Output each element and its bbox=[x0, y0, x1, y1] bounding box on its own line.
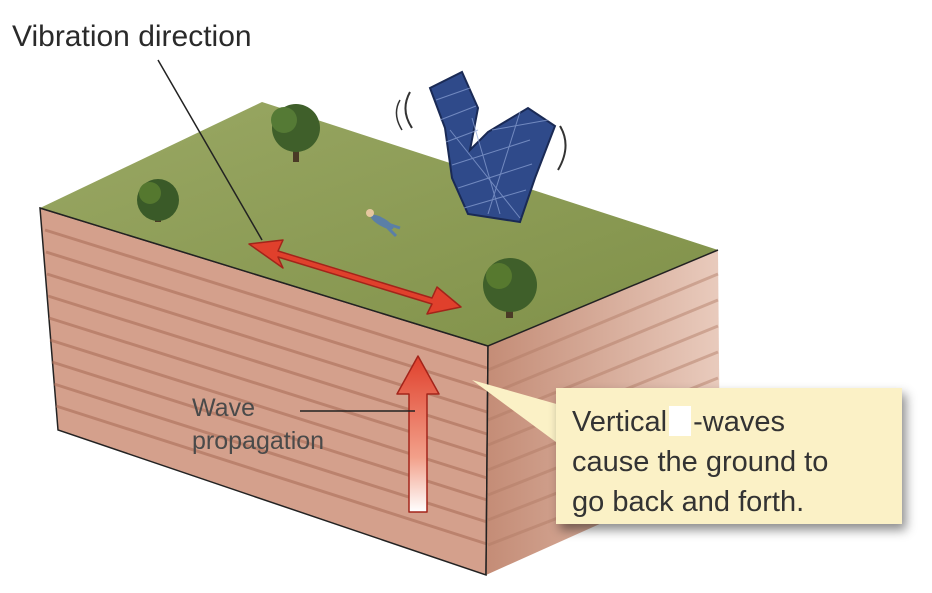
callout-line1: Vertical -waves bbox=[572, 402, 828, 442]
callout-text: Vertical -waves cause the ground to go ba… bbox=[572, 402, 828, 522]
callout-box: Vertical -waves cause the ground to go ba… bbox=[556, 388, 902, 524]
tree-icon bbox=[483, 258, 537, 318]
callout-line2: cause the ground to bbox=[572, 446, 829, 478]
callout-line1-part2: -waves bbox=[693, 406, 785, 438]
vibration-leader-line bbox=[157, 59, 263, 241]
vibration-direction-label: Vibration direction bbox=[12, 20, 252, 53]
building-icon bbox=[395, 70, 567, 224]
tree-icon bbox=[137, 179, 179, 222]
wave-propagation-label: Wave propagation bbox=[192, 392, 324, 458]
wave-label-line1: Wave bbox=[192, 394, 255, 422]
callout-line3: go back and forth. bbox=[572, 486, 805, 518]
person-icon bbox=[366, 209, 401, 238]
wave-label-line2: propagation bbox=[192, 427, 325, 455]
propagation-arrow bbox=[396, 355, 440, 513]
redacted-letter-box bbox=[669, 406, 692, 436]
callout-line1-part1: Vertical bbox=[572, 406, 668, 438]
vibration-double-arrow bbox=[248, 239, 462, 315]
tree-icon bbox=[271, 104, 320, 162]
callout-pointer bbox=[472, 380, 560, 445]
